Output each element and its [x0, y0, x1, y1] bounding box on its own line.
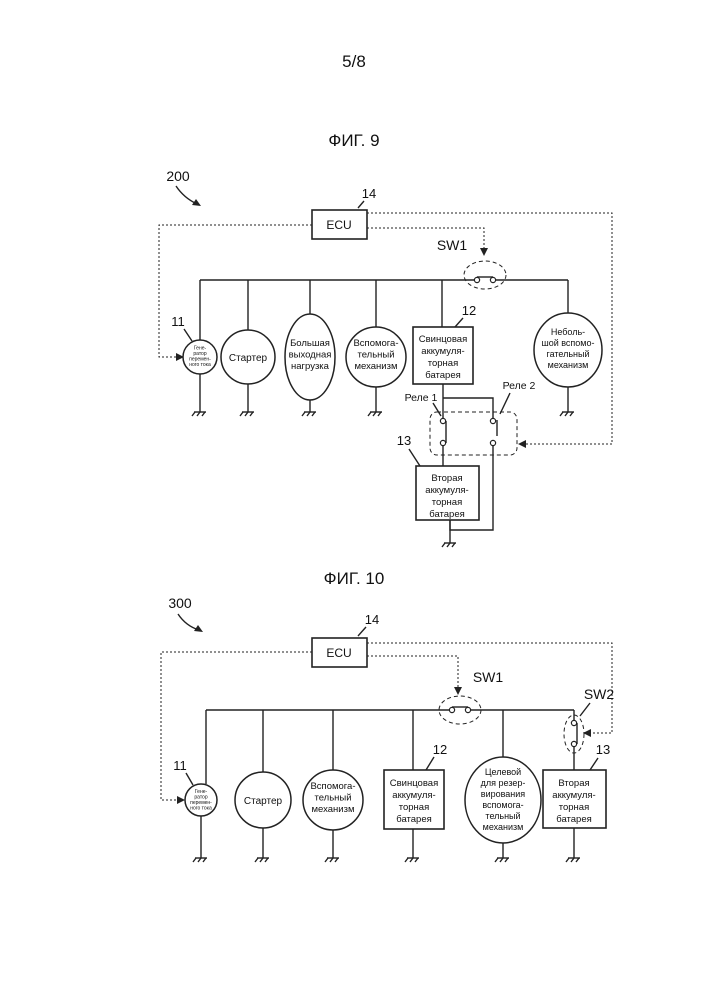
fig10-second-battery-leader — [590, 758, 598, 770]
fig9-gnd-small-aux — [560, 404, 574, 416]
fig9-lead-battery-ref: 12 — [462, 303, 476, 318]
fig9-relay-arrowhead — [518, 440, 526, 448]
fig10-lead-battery-ref: 12 — [433, 742, 447, 757]
fig10-sw2-leader — [580, 703, 590, 716]
fig9-relay1-contact-top — [440, 418, 445, 423]
fig9-gnd-big-load — [302, 404, 316, 416]
fig10-sw2-label: SW2 — [584, 686, 615, 702]
fig9-relay1-leader — [433, 403, 441, 416]
fig9-generator-ref: 11 — [171, 314, 185, 329]
fig9-ref-label: 200 — [166, 168, 190, 184]
fig9-sw1-contact-right — [490, 277, 495, 282]
fig10-gnd-starter — [255, 850, 269, 862]
fig10-generator-leader — [186, 773, 193, 785]
fig10-lead-battery-leader — [426, 757, 434, 770]
fig9-second-battery-label: Втораяаккумуля-торнаябатарея — [425, 473, 468, 520]
fig9-sw1-dashed-outline — [464, 261, 506, 289]
fig9-lead-battery-leader — [455, 318, 463, 327]
fig10-second-battery-label: Втораяаккумуля-торнаябатарея — [552, 778, 595, 825]
fig9-ref-arrow — [176, 186, 197, 204]
fig9-relay1-label: Реле 1 — [405, 392, 438, 404]
fig9-gnd-aux — [368, 404, 382, 416]
fig10-aux-label: Вспомога-тельныймеханизм — [310, 781, 355, 815]
fig10-sw1-contact-right — [465, 707, 470, 712]
figure-9: ФИГ. 9 200 ECU 14 SW1 Гене-раторперемен- — [159, 131, 612, 547]
fig9-generator-leader — [184, 329, 192, 341]
fig9-second-battery-leader — [409, 449, 420, 466]
fig9-title: ФИГ. 9 — [328, 131, 379, 150]
fig10-sw2-contact-bottom — [571, 741, 576, 746]
fig9-relay2-contact-top — [490, 418, 495, 423]
fig10-starter-label: Стартер — [244, 796, 283, 807]
fig10-sw2-contact-top — [571, 720, 576, 725]
page-number: 5/8 — [342, 52, 366, 71]
fig9-ecu-ref: 14 — [362, 186, 376, 201]
fig10-sw1-contact-left — [449, 707, 454, 712]
fig10-ecu-to-sw1-line — [367, 656, 458, 691]
fig10-gnd-target — [495, 850, 509, 862]
fig10-gnd-lead-battery — [405, 850, 419, 862]
fig10-ecu-label: ECU — [326, 646, 351, 660]
fig9-sw1-label: SW1 — [437, 237, 468, 253]
fig10-ref-label: 300 — [168, 595, 192, 611]
fig9-relay2-leader — [500, 393, 510, 414]
fig9-relay2-contact-bottom — [490, 440, 495, 445]
fig9-gnd-generator — [192, 404, 206, 416]
fig9-second-battery-ref: 13 — [397, 433, 411, 448]
fig10-target-label: Целевойдля резер-вированиявспомога-тельн… — [481, 767, 526, 832]
fig10-gnd-aux — [325, 850, 339, 862]
fig10-title: ФИГ. 10 — [324, 569, 385, 588]
fig9-starter-label: Стартер — [229, 353, 268, 364]
fig9-relay2-label: Реле 2 — [503, 380, 536, 392]
figure-10: ФИГ. 10 300 ECU 14 SW1 — [161, 569, 614, 862]
fig10-gen-arrowhead — [177, 796, 185, 804]
fig9-sw1-contact-left — [474, 277, 479, 282]
fig9-gnd-second-battery — [442, 535, 456, 547]
fig9-ecu-leader — [358, 201, 364, 208]
fig10-ecu-to-generator-line — [161, 652, 312, 800]
fig9-big-load-label: Большаявыходнаянагрузка — [289, 338, 332, 372]
fig9-sw1-arrowhead — [480, 248, 488, 256]
fig9-ecu-label: ECU — [326, 218, 351, 232]
fig10-sw1-arrowhead — [454, 687, 462, 695]
fig9-gnd-starter — [240, 404, 254, 416]
fig10-ref-arrow — [178, 614, 199, 630]
fig10-gnd-generator — [193, 850, 207, 862]
fig10-gnd-second-battery — [566, 850, 580, 862]
fig10-sw1-label: SW1 — [473, 669, 504, 685]
fig10-second-battery-ref: 13 — [596, 742, 610, 757]
fig10-ecu-ref: 14 — [365, 612, 379, 627]
fig10-generator-ref: 11 — [173, 758, 187, 773]
fig9-relay1-contact-bottom — [440, 440, 445, 445]
fig9-aux-label: Вспомога-тельныймеханизм — [353, 338, 398, 372]
fig10-ecu-leader — [358, 627, 366, 636]
